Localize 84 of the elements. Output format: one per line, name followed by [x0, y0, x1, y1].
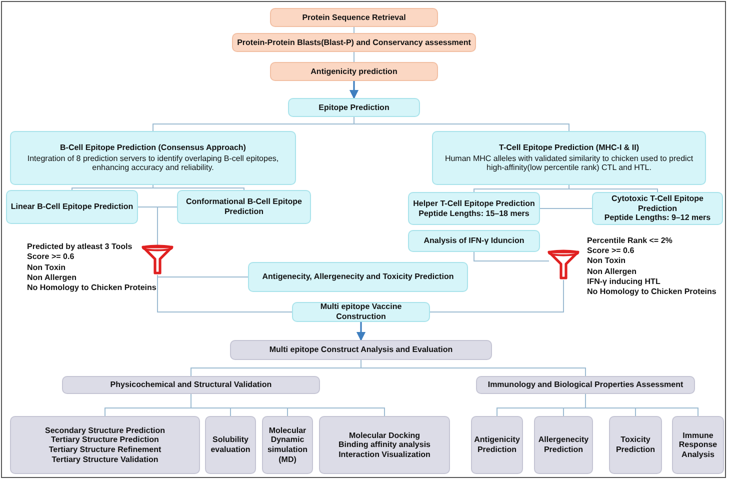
process-box	[230, 340, 492, 360]
box-label: Peptide Lengths: 15–18 mers	[418, 208, 530, 218]
box-label: Helper T-Cell Epitope Prediction	[413, 198, 535, 208]
criteria-text: Percentile Rank <= 2%	[587, 237, 672, 245]
box-label: Immunology and Biological Properties Assessment	[488, 380, 684, 390]
connector-line	[157, 274, 248, 278]
box-label: Binding affinity analysis	[338, 440, 430, 450]
box-description: Human MHC alleles with validated similarity to chicken used to predict high-affinity(low percentile rank) CTL and HTL.	[444, 154, 694, 173]
process-box	[471, 416, 523, 474]
process-box	[408, 230, 540, 252]
process-box	[62, 376, 320, 394]
connector-line	[152, 184, 244, 190]
connector-line	[474, 252, 550, 262]
process-box	[592, 192, 723, 225]
process-box	[10, 416, 200, 474]
process-box	[432, 131, 706, 185]
connector-line	[540, 208, 592, 209]
process-box	[408, 192, 540, 225]
box-label: Toxicity Prediction	[614, 435, 656, 455]
connector-line	[157, 274, 292, 312]
box-label: Peptide Lengths: 9–12 mers	[604, 213, 711, 223]
filter-funnel	[141, 245, 174, 275]
criteria-text: IFN-γ inducing HTL	[587, 278, 660, 286]
box-label: Analysis of IFN-γ Iduncion	[424, 236, 524, 246]
process-box	[270, 8, 438, 27]
process-box	[205, 416, 256, 474]
connector-line	[360, 360, 586, 376]
box-label: Secondary Structure Prediction	[44, 426, 166, 436]
criteria-text: No Homology to Chicken Proteins	[587, 288, 716, 296]
criteria-text: Score >= 0.6	[587, 247, 634, 256]
process-box	[319, 416, 450, 474]
process-box	[292, 302, 430, 322]
box-label: Tertiary Structure Refinement	[48, 445, 162, 455]
process-box	[672, 416, 724, 474]
box-label: Interaction Visualization	[338, 450, 430, 460]
process-box	[609, 416, 662, 474]
box-label: Solubility evaluation	[210, 435, 252, 455]
arrow	[356, 322, 366, 340]
box-label: Immune Response Analysis	[678, 430, 718, 460]
connector-line	[585, 394, 698, 416]
box-label: Conformational B-Cell Epitope Prediction	[185, 197, 303, 217]
connector-line	[354, 116, 570, 132]
box-label: Epitope Prediction	[318, 102, 390, 112]
box-label: Multi epitope Construct Analysis and Evaluation	[269, 345, 453, 355]
criteria-text: Non Allergen	[27, 274, 76, 282]
box-label: Protein-Protein Blasts(Blast-P) and Conservancy assessment	[237, 38, 471, 48]
process-box	[476, 376, 695, 394]
criteria-text: Non Toxin	[587, 257, 626, 266]
filter-funnel	[547, 250, 580, 280]
box-label: Protein Sequence Retrieval	[302, 12, 406, 22]
process-box	[534, 416, 593, 474]
box-label: Tertiary Structure Prediction	[51, 435, 159, 445]
box-label: Physicochemical and Structural Validation	[110, 380, 272, 390]
box-heading: T-Cell Epitope Prediction (MHC-I & II)	[499, 143, 639, 153]
criteria-text: Predicted by atleast 3 Tools	[27, 243, 132, 251]
box-label: Cytotoxic T-Cell Epitope Prediction	[610, 194, 704, 214]
process-box	[262, 416, 313, 474]
process-box	[288, 98, 420, 117]
process-box	[6, 190, 138, 224]
box-label: Tertiary Structure Validation	[52, 454, 158, 464]
process-box	[10, 131, 296, 185]
process-box	[177, 190, 311, 224]
process-box	[248, 262, 468, 292]
criteria-text: Non Toxin	[27, 264, 66, 272]
connector-line	[430, 280, 564, 312]
process-box	[232, 33, 476, 52]
box-heading: B-Cell Epitope Prediction (Consensus Approach)	[60, 143, 246, 153]
connector-line	[157, 206, 178, 246]
criteria-text: Non Allergen	[587, 268, 636, 276]
box-label: Linear B-Cell Epitope Prediction	[10, 202, 134, 212]
process-box	[270, 62, 438, 81]
box-label: Antigenicity prediction	[310, 66, 398, 76]
box-label: Multi epitope Vaccine Construction	[319, 302, 403, 322]
box-description: Integration of 8 prediction servers to identify overlaping B-cell epitopes, enhancing accuracy and reliability.	[26, 154, 280, 173]
connector-line	[72, 184, 154, 190]
box-label: Molecular Docking	[348, 430, 420, 440]
arrow	[350, 81, 358, 98]
box-label: Allergenecity Prediction	[538, 435, 589, 455]
criteria-text: No Homology to Chicken Proteins	[27, 284, 156, 292]
box-label: Antigenicity Prediction	[474, 435, 520, 455]
box-label: Antigenecity, Allergenecity and Toxicity Prediction	[262, 272, 454, 282]
criteria-text: Score >= 0.6	[27, 253, 74, 262]
box-label: Molecular Dynamic simulation (MD)	[266, 426, 308, 464]
connector-line	[190, 394, 385, 416]
